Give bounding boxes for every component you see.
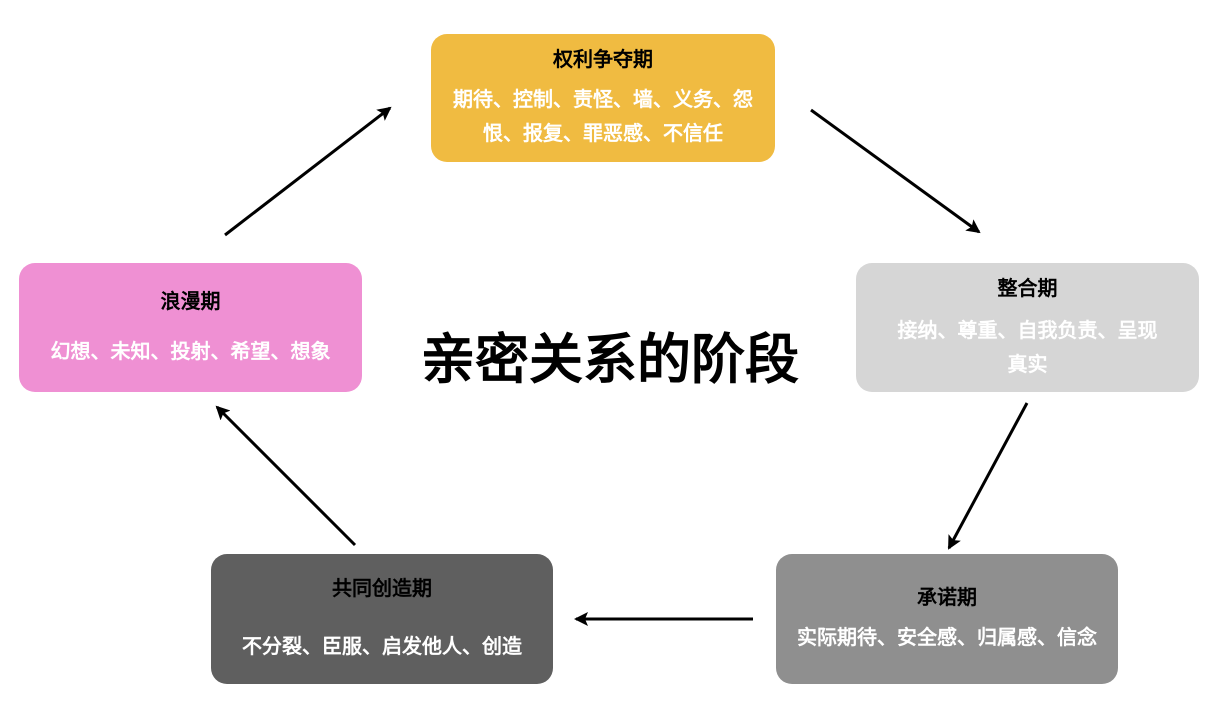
- stage-co-creation: 共同创造期 不分裂、臣服、启发他人、创造: [211, 554, 553, 684]
- stage-title: 承诺期: [917, 585, 977, 609]
- arrow-romance-to-power-struggle: [224, 106, 392, 237]
- diagram-title: 亲密关系的阶段: [421, 328, 799, 391]
- stage-power-struggle: 权利争夺期 期待、控制、责怪、墙、义务、怨恨、报复、罪恶感、不信任: [431, 34, 775, 162]
- stage-commitment: 承诺期 实际期待、安全感、归属感、信念: [776, 554, 1118, 684]
- stage-title: 共同创造期: [332, 576, 432, 600]
- stage-description: 幻想、未知、投射、希望、想象: [50, 338, 331, 363]
- stage-description: 不分裂、臣服、启发他人、创造: [242, 634, 522, 658]
- arrow-co-creation-to-romance: [215, 405, 357, 547]
- stage-description: 期待、控制、责怪、墙、义务、怨恨、报复、罪恶感、不信任: [453, 87, 753, 145]
- stage-integration: 整合期 接纳、尊重、自我负责、呈现真实: [856, 263, 1199, 392]
- stage-title: 整合期: [997, 275, 1058, 300]
- stage-title: 权利争夺期: [553, 47, 653, 71]
- stage-description: 实际期待、安全感、归属感、信念: [797, 625, 1097, 649]
- arrow-integration-to-commitment: [947, 402, 1029, 550]
- arrow-power-struggle-to-integration: [810, 108, 981, 234]
- stage-romance: 浪漫期 幻想、未知、投射、希望、想象: [19, 263, 362, 392]
- stage-description: 接纳、尊重、自我负责、呈现真实: [897, 317, 1158, 376]
- stage-title: 浪漫期: [160, 288, 221, 313]
